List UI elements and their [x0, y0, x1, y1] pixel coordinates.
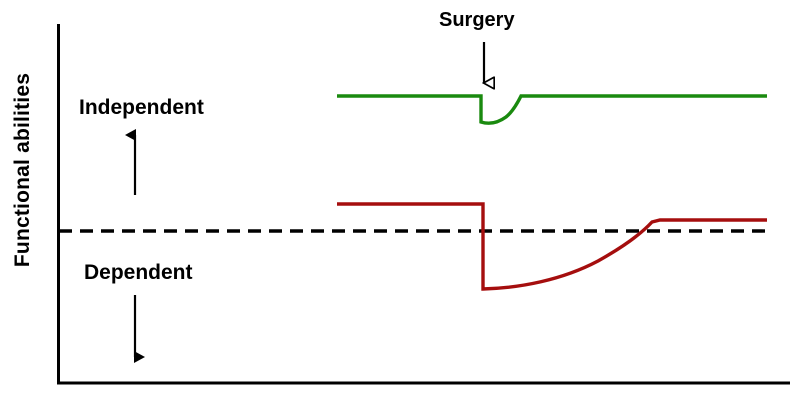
series-line-vulnerable [337, 202, 767, 291]
dependent-label: Dependent [84, 261, 193, 284]
series-line-resilient [337, 94, 767, 125]
surgery-label: Surgery [439, 9, 515, 31]
independent-label: Independent [79, 96, 204, 119]
